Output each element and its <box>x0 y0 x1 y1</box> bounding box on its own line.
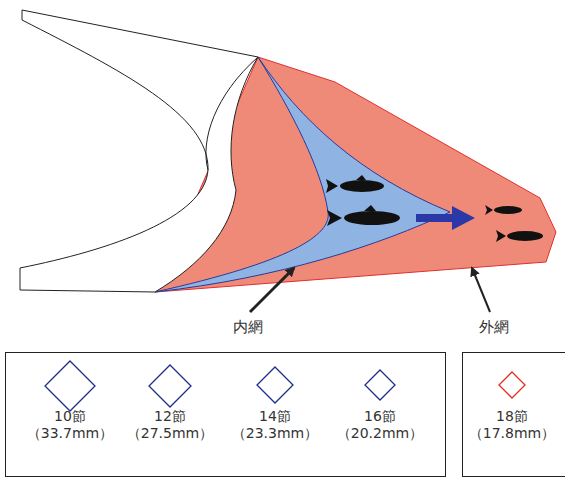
mesh-count: 12節 <box>127 408 213 425</box>
diamond-shape <box>364 369 396 401</box>
diamond-shape <box>148 364 192 408</box>
mesh-count: 10節 <box>27 408 113 425</box>
mesh-size: （33.7mm） <box>27 425 113 442</box>
net-seam <box>206 57 258 170</box>
mesh-diamond: 14節（23.3mm） <box>232 366 318 442</box>
mesh-diamond: 18節（17.8mm） <box>469 371 555 442</box>
net-label: 内網 <box>233 318 263 337</box>
leader-arrow <box>250 268 294 312</box>
net-wing <box>20 10 258 292</box>
mesh-diamond: 16節（20.2mm） <box>337 369 423 442</box>
net-label: 外網 <box>479 318 509 337</box>
fish <box>326 175 543 242</box>
leader-arrow <box>472 268 490 312</box>
mesh-diamond: 12節（27.5mm） <box>127 364 213 442</box>
mesh-size: （27.5mm） <box>127 425 213 442</box>
mesh-diamond: 10節（33.7mm） <box>27 360 113 442</box>
mesh-count: 18節 <box>469 408 555 425</box>
panel <box>463 353 565 477</box>
mesh-count: 16節 <box>337 408 423 425</box>
mesh-size: （17.8mm） <box>469 425 555 442</box>
diamond-shape <box>498 371 526 399</box>
diamond-shape <box>256 366 294 404</box>
movement-arrow <box>416 206 475 230</box>
mesh-count: 14節 <box>232 408 318 425</box>
diamond-shape <box>44 360 96 412</box>
mesh-size: （23.3mm） <box>232 425 318 442</box>
panel <box>6 353 446 477</box>
mesh-size: （20.2mm） <box>337 425 423 442</box>
